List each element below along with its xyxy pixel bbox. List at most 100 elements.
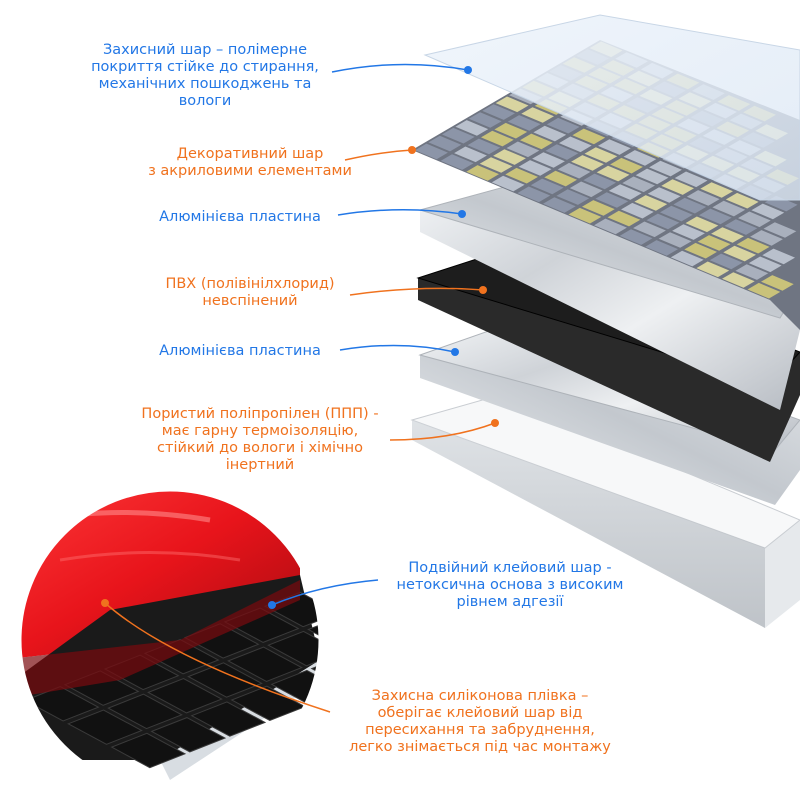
mosaic-tile [428,135,462,152]
mosaic-tile [712,200,746,217]
label-polypropylene-line: інертний [225,457,295,473]
mosaic-tile [722,272,755,288]
mosaic-tile [700,182,733,198]
mosaic-tile [543,197,576,213]
label-aluminum-1: Алюмінієва пластина [120,209,360,226]
mosaic-tile [607,210,641,227]
label-polypropylene-line: стійкий до вологи і хімічно [157,440,363,456]
mosaic-tile [738,211,771,228]
mosaic-tile [598,139,631,155]
adhesive-tile [190,701,267,737]
label-aluminum-2: Алюмінієва пластина [120,343,360,360]
label-adhesive-line: рівнем адгезії [456,594,564,610]
mosaic-tile [530,178,564,195]
mosaic-tile [673,197,707,214]
adhesive-tile [270,669,320,706]
mosaic-tile [442,127,475,144]
mosaic-tile [750,230,783,246]
label-protective-line: покриття стійке до стирання, [91,59,319,75]
label-protective-line: механічних пошкоджень та [98,76,312,92]
mosaic-tile [455,120,489,136]
mosaic-tile [608,184,642,200]
mosaic-tile [594,218,627,235]
mosaic-tile [621,202,654,219]
mosaic-tile [723,245,756,262]
mosaic-tile [762,248,795,265]
label-adhesive-line: нетоксична основа з високим [396,577,624,593]
mosaic-tile [725,192,759,209]
mosaic-tile [635,168,669,185]
layer-aluminum-1 [418,179,800,410]
mosaic-tile [761,275,794,291]
leader-aluminum2 [339,344,456,353]
mosaic-tile [568,207,602,224]
label-silicone-line: Захисна силіконова плівка – [371,688,589,704]
leader-adhesive [271,579,379,606]
mosaic-tile [440,154,474,170]
mosaic-tile [660,205,693,222]
mosaic-tile [572,128,606,145]
mosaic-tile [634,195,668,211]
label-adhesive: Подвійний клейовий шар - нетоксична осно… [380,560,640,611]
mosaic-tile [493,149,526,165]
mosaic-tile [491,175,525,192]
adhesive-tile [267,630,320,667]
leader-aluminum1 [337,209,463,216]
dot-aluminum2 [451,348,459,356]
mosaic-tile [684,242,717,259]
mosaic-tile [571,155,604,171]
mosaic-tile [697,235,731,251]
mosaic-tile [622,176,655,193]
mosaic-tile [595,192,629,208]
detail-circle [20,490,425,790]
label-aluminum-1-line: Алюмінієва пластина [159,209,321,225]
dot-polypropylene [491,419,499,427]
mosaic-tile [674,171,708,188]
label-protective-line: Захисний шар – полімерне [102,42,308,58]
adhesive-tile [150,717,227,753]
mosaic-tile [569,181,603,198]
mosaic-tile [658,232,692,248]
mosaic-tile [518,160,552,176]
mosaic-tile [495,96,529,113]
mosaic-tile [505,167,538,184]
mosaic-tile [584,147,618,163]
mosaic-tile [709,253,743,270]
leader-silicone [104,602,331,713]
label-silicone-line: оберігає клейовий шар від [377,705,583,721]
leader-protective [331,63,469,73]
mosaic-tile [479,157,513,173]
label-silicone-line: легко знімається під час монтажу [349,739,611,755]
dot-silicone [101,599,109,607]
mosaic-tile [559,136,592,153]
mosaic-tile [670,250,704,267]
mosaic-tile [468,112,502,128]
label-pvc-line: невспінений [202,293,298,309]
mosaic-tile [466,165,499,181]
mosaic-tile [747,282,781,299]
mosaic-tile [711,227,744,243]
label-silicone: Захисна силіконова плівка – оберігає кле… [330,688,630,756]
mosaic-tile [532,152,565,168]
label-decorative: Декоративний шар з акриловими елементами [120,146,380,180]
mosaic-tile [582,200,615,216]
mosaic-tile [645,240,678,256]
label-decorative-line: з акриловими елементами [148,163,352,179]
mosaic-tile [699,208,732,225]
label-decorative-line: Декоративний шар [176,146,324,162]
mosaic-tile [619,229,653,245]
mosaic-tile [556,189,590,205]
mosaic-tile [557,162,591,179]
adhesive-tile [352,639,425,673]
mosaic-tile [735,264,769,280]
mosaic-tile [724,219,758,235]
leader-dots [101,66,499,609]
label-polypropylene-line: має гарну термоізоляцію, [161,423,359,439]
adhesive-tile [147,677,223,714]
label-polypropylene-line: Пористий поліпропілен (ППП) - [141,406,379,422]
mosaic-tile [544,170,577,187]
layer-polypropylene [410,394,800,628]
mosaic-tile [751,203,785,220]
mosaic-tile [646,213,680,230]
